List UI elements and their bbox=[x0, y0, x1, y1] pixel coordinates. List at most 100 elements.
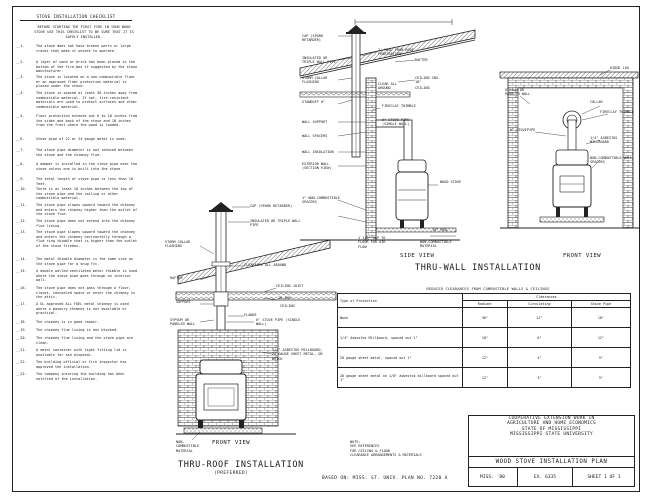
table-row: 28 gauge sheet metal, spaced out 1"12"4"… bbox=[337, 347, 632, 369]
checklist-item-number: __22. bbox=[16, 360, 27, 364]
drawing-callout: CEILING bbox=[415, 86, 430, 90]
drawing-callout: GYPSUM OR PANELED WALL bbox=[505, 88, 531, 97]
table-row: 28 gauge sheet metal on 1/8" asbestos mi… bbox=[337, 367, 632, 389]
drawing-callout: FIRECLAY THIMBLE bbox=[600, 110, 634, 114]
side-view-drawing bbox=[299, 19, 476, 241]
front-view-top-label: FRONT VIEW bbox=[563, 253, 602, 259]
table-cell-circulating: 3" bbox=[506, 367, 572, 389]
checklist-item-number: __12. bbox=[16, 219, 27, 223]
checklist-item-text: The stove pipe diameter is not reduced b… bbox=[36, 148, 133, 157]
drawing-callout: INSULATED OR TRIPLE WALL PIPE bbox=[250, 219, 301, 228]
drawing-sheet-border bbox=[12, 6, 640, 492]
drawing-callout: RIDGE LOG bbox=[610, 66, 629, 70]
drawing-callout: CAP (SPARK RETARDER) bbox=[250, 204, 293, 208]
table-cell-circulating: 4" bbox=[506, 347, 572, 369]
checklist-item-number: __11. bbox=[16, 203, 27, 207]
drawing-callout: NON-COMBUSTIBLE MATERIAL bbox=[420, 240, 452, 249]
thru-roof-drawing bbox=[175, 202, 337, 441]
drawing-callout: CAP (SPARK RETARDER) bbox=[302, 34, 324, 43]
thru-wall-title: THRU-WALL INSTALLATION bbox=[415, 263, 541, 273]
checklist-item-text: The chimney flue lining is not blocked. bbox=[36, 328, 119, 332]
checklist-item-text: A layer of sand or brick has been placed… bbox=[36, 60, 138, 74]
checklist-item-number: __17. bbox=[16, 302, 27, 306]
checklist-item-number: __8. bbox=[16, 162, 25, 166]
drawing-callout: 1 1/2" GAP TO FLOOR FOR AIR FLOW bbox=[358, 236, 386, 249]
org-line: AGRICULTURE AND HOME ECONOMICS bbox=[507, 421, 596, 427]
checklist-item-text: Floor protection extends out 6 to 18 inc… bbox=[36, 114, 138, 128]
notes-line: SEE REFERENCES bbox=[350, 444, 380, 449]
drawing-callout: EXTERIOR WALL (SECTION VIEW) bbox=[302, 162, 332, 171]
checklist-item-number: __2. bbox=[16, 60, 25, 64]
notes-line: FOR CEILING & FLOOR bbox=[350, 448, 391, 453]
drawing-callout: STANDOFF 6" bbox=[302, 100, 326, 104]
thru-roof-front-label: FRONT VIEW bbox=[212, 440, 251, 446]
checklist-title: STOVE INSTALLATION CHECKLIST bbox=[20, 14, 132, 21]
thru-roof-title: THRU-ROOF INSTALLATION bbox=[178, 460, 304, 470]
checklist-item-text: A UL approved ALL FUEL metal chimney is … bbox=[36, 302, 129, 316]
drawing-callout: CEILING bbox=[280, 304, 295, 308]
table-cell-pipe: 18" bbox=[570, 307, 632, 329]
table-cell-type: 1/4" Asbestos Millboard, spaced out 1" bbox=[337, 327, 463, 349]
checklist-item-number: __19. bbox=[16, 328, 27, 332]
table-cell-radiant: 18" bbox=[462, 327, 508, 349]
drawing-callout: 6" STOVE PIPE (SINGLE WALL) bbox=[382, 118, 410, 127]
drawing-callout: 1/4" ASBESTOS MILLBOARD, 28 GAUGE SHEET … bbox=[272, 348, 323, 361]
plan-code: MISS. '80 bbox=[468, 468, 518, 487]
table-header-row: Type of Protection Clearances bbox=[337, 292, 631, 309]
plan-title: WOOD STOVE INSTALLATION PLAN bbox=[468, 456, 635, 468]
checklist-item-text: The stove is spaced at least 36 inches a… bbox=[36, 91, 138, 110]
title-block-codes: MISS. '80 EX. 6335 SHEET 1 OF 1 bbox=[468, 468, 635, 487]
checklist-item-number: __10. bbox=[16, 187, 27, 191]
drawing-callout: STORM COLLAR FLASHING bbox=[302, 76, 328, 85]
notes-line: CLEARANCE ARRANGEMENTS & MATERIALS bbox=[350, 453, 422, 458]
clearance-table-caption: REDUCED CLEARANCES FROM COMBUSTIBLE WALL… bbox=[426, 287, 550, 291]
checklist-item-number: __13. bbox=[16, 230, 27, 234]
drawing-callout: SUPPORT bbox=[176, 300, 191, 304]
checklist-item-text: A damper is installed in the stove pipe … bbox=[36, 162, 138, 171]
table-cell-radiant: 12" bbox=[462, 367, 508, 389]
org-line: MISSISSIPPI STATE UNIVERSITY bbox=[509, 431, 594, 437]
thru-roof-subtitle: (PREFERRED) bbox=[214, 471, 249, 476]
table-cell-type: 28 gauge sheet metal on 1/8" asbestos mi… bbox=[337, 367, 463, 389]
table-row: 1/4" Asbestos Millboard, spaced out 1"18… bbox=[337, 327, 632, 349]
drawing-callout: NON-COMBUSTIBLE WALL SPACERS bbox=[590, 156, 633, 165]
drawing-callout: RAFTER bbox=[170, 276, 183, 280]
checklist-item-text: The building official or fire inspector … bbox=[36, 360, 127, 369]
table-cell-type: None bbox=[337, 307, 463, 329]
drawing-callout: 6" STOVEPIPE bbox=[510, 128, 536, 132]
checklist-item-text: The stove does not have broken parts or … bbox=[36, 44, 131, 53]
table-cell-radiant: 36" bbox=[462, 307, 508, 329]
drawing-callout: CEILING INS. 18" bbox=[415, 76, 441, 85]
drawing-callout: WALL SPACERS bbox=[302, 134, 328, 138]
checklist-item-number: __18. bbox=[16, 320, 27, 324]
checklist-item-text: The stove pipe does not pass through a f… bbox=[36, 286, 136, 300]
checklist-item-text: The stove pipe slopes upward toward the … bbox=[36, 203, 138, 217]
org-line: COOPERATIVE EXTENSION WORK IN bbox=[508, 416, 595, 421]
checklist-item-number: __9. bbox=[16, 177, 25, 181]
checklist-item-number: __16. bbox=[16, 286, 27, 290]
table-cell-radiant: 12" bbox=[462, 347, 508, 369]
checklist-item-text: The stove is located on a non-combustibl… bbox=[36, 75, 136, 89]
checklist-item-number: __20. bbox=[16, 336, 27, 340]
drawing-callout: FLANGE bbox=[244, 313, 257, 317]
clearance-table: Type of Protection Clearances Radiant Ci… bbox=[337, 292, 632, 389]
drawing-callout: FIRECLAY THIMBLE bbox=[382, 104, 416, 108]
header-radiant: Radiant bbox=[462, 300, 508, 309]
org-line: STATE OF MISSISSIPPI bbox=[521, 426, 582, 432]
checklist-item-number: __15. bbox=[16, 269, 27, 273]
title-block-org: COOPERATIVE EXTENSION WORK IN AGRICULTUR… bbox=[468, 416, 635, 437]
drawing-callout: CEILING JOIST bbox=[276, 284, 304, 288]
notes: NOTE: SEE REFERENCES FOR CEILING & FLOOR… bbox=[350, 440, 470, 458]
table-cell-circulating: 12" bbox=[506, 307, 572, 329]
checklist-item-text: The chimney flue lining and the stove pi… bbox=[36, 336, 133, 345]
front-view-top-drawing bbox=[499, 69, 640, 229]
drawing-callout: WALL SUPPORT bbox=[302, 120, 328, 124]
notes-title: NOTE: bbox=[350, 440, 361, 444]
checklist-item-number: __1. bbox=[16, 44, 25, 48]
drawing-callout: 18 INS. bbox=[278, 296, 293, 300]
drawing-callout: RAFTER bbox=[415, 58, 428, 62]
drawing-callout: CLEAR ALL AROUND bbox=[378, 82, 397, 91]
table-cell-pipe: 12" bbox=[570, 327, 632, 349]
